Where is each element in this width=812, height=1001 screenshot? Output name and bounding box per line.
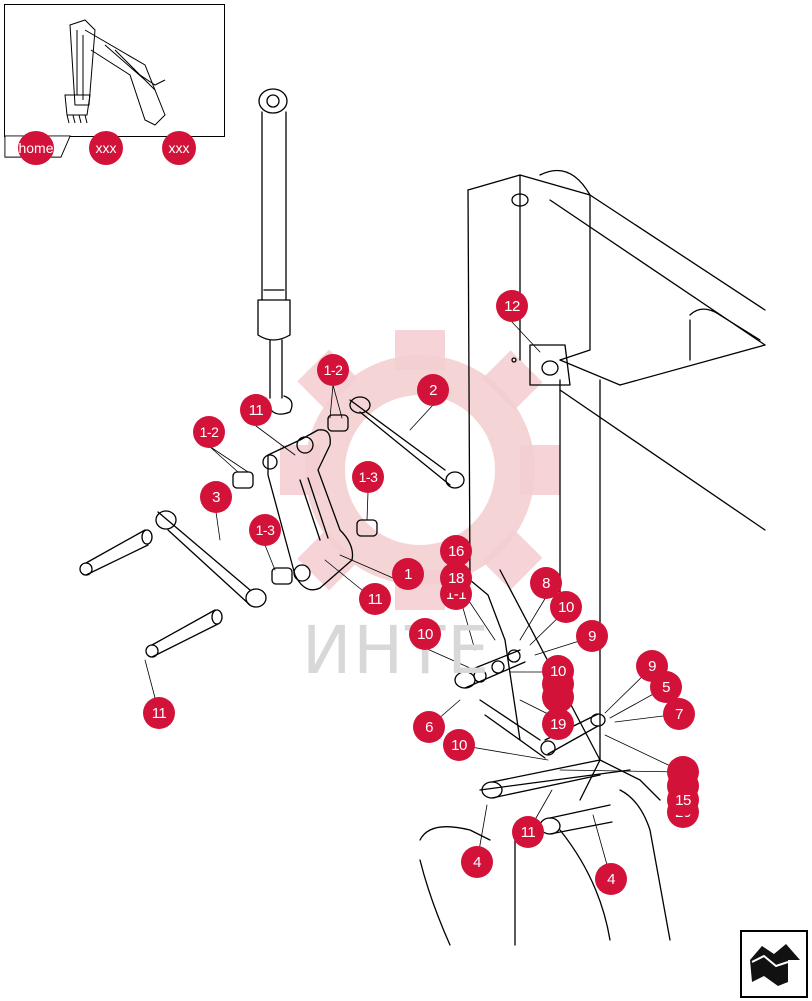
next-page-button[interactable]: xxx	[162, 131, 196, 165]
overview-thumbnail[interactable]	[4, 4, 225, 137]
callout-11-top[interactable]: 11	[240, 394, 272, 426]
pin-4b	[539, 804, 613, 835]
link-plate	[479, 699, 546, 759]
link-3	[155, 510, 267, 608]
callout-2[interactable]: 2	[417, 374, 449, 406]
callout-11-mid[interactable]: 11	[359, 583, 391, 615]
bushings	[232, 414, 378, 585]
bucket-cylinder	[257, 88, 293, 415]
callout-1-3-right[interactable]: 1-3	[352, 461, 384, 493]
callout-16[interactable]: 16	[440, 535, 472, 567]
callout-4-right[interactable]: 4	[595, 863, 627, 895]
callout-6[interactable]: 6	[413, 711, 445, 743]
callout-7[interactable]: 7	[663, 698, 695, 730]
pin-left-upper	[79, 529, 153, 576]
return-arrow-button[interactable]	[740, 930, 808, 998]
callout-10-lower[interactable]: 10	[443, 729, 475, 761]
callout-10-upper[interactable]: 10	[550, 591, 582, 623]
callout-3[interactable]: 3	[200, 481, 232, 513]
callout-10-left[interactable]: 10	[409, 618, 441, 650]
excavator-thumbnail-icon	[64, 19, 166, 126]
callout-11-left[interactable]: 11	[143, 697, 175, 729]
callout-19[interactable]: 19	[542, 708, 574, 740]
pin-4a	[481, 759, 601, 799]
prev-page-button[interactable]: xxx	[89, 131, 123, 165]
excavator-arm	[419, 169, 766, 946]
callout-15[interactable]: 15	[667, 784, 699, 816]
callout-1-2-right[interactable]: 1-2	[317, 354, 349, 386]
callout-1-2-left[interactable]: 1-2	[193, 416, 225, 448]
home-button[interactable]: home	[18, 131, 54, 165]
callout-5[interactable]: 5	[650, 671, 682, 703]
h-link-1	[262, 429, 354, 591]
callout-11-lower[interactable]: 11	[512, 816, 544, 848]
callout-1[interactable]: 1	[392, 558, 424, 590]
callout-1-3-left[interactable]: 1-3	[249, 514, 281, 546]
pin-left-lower	[145, 609, 223, 658]
callout-4-left[interactable]: 4	[461, 846, 493, 878]
callout-12[interactable]: 12	[496, 290, 528, 322]
link-2	[349, 396, 465, 489]
callout-9-upper[interactable]: 9	[576, 620, 608, 652]
watermark-text: ИНТЕ	[302, 612, 492, 689]
pin-6	[454, 649, 526, 689]
callout-18[interactable]: 18	[440, 562, 472, 594]
callout-10-stack[interactable]: 10	[542, 655, 574, 687]
return-arrow-icon	[750, 944, 800, 986]
